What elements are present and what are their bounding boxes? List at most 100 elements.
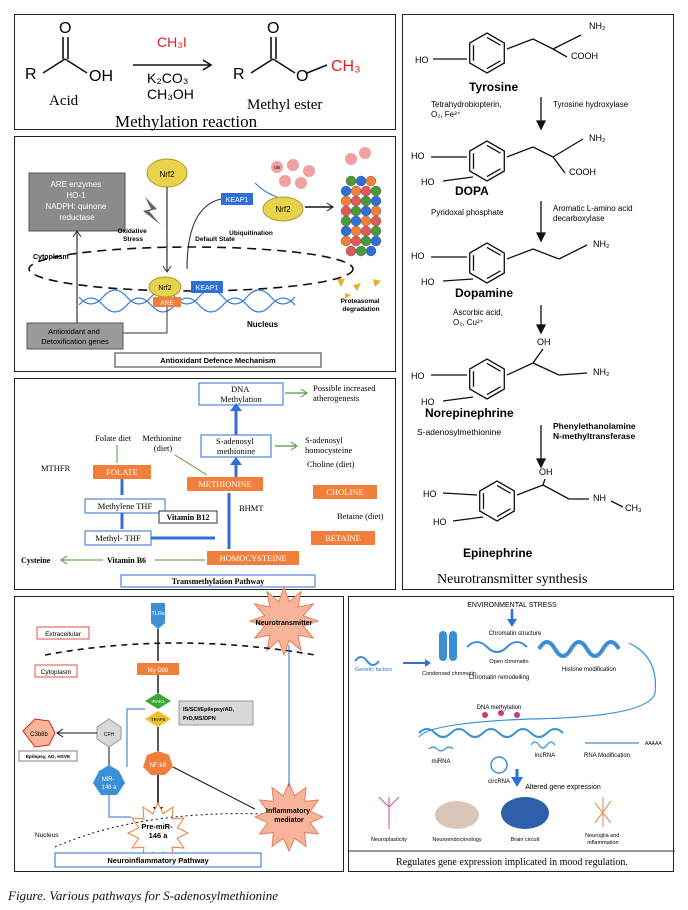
proteasomal-label: Proteasomal — [341, 298, 380, 305]
svg-text:Oxidative Stress: Oxidative Stress — [117, 228, 148, 243]
dna-helix — [78, 297, 296, 313]
step3-left-2: O₂, Cu²⁺ — [453, 318, 484, 327]
step4-right-1: Phenylethanolamine — [553, 421, 636, 431]
default-state-label: Default State — [195, 236, 235, 243]
folate-label: FOLATE — [106, 467, 138, 477]
sam-2: methionine — [217, 446, 255, 456]
sah-1: S-adenosyl — [305, 435, 343, 445]
degradation-label: degradation — [342, 306, 379, 313]
dopa-nh2: NH₂ — [589, 133, 606, 143]
reagent-ch3i: CH₃I — [157, 34, 187, 50]
dopa-ho-2: HO — [421, 177, 435, 187]
genetic-factors: Genetic factors — [355, 667, 392, 673]
compound-dopa: DOPA — [455, 184, 489, 198]
mood-title: Regulates gene expression implicated in … — [396, 857, 628, 868]
ester-r: R — [233, 66, 245, 83]
acid-oh: OH — [89, 68, 113, 85]
myd88-label: My D88 — [148, 668, 169, 674]
transmethylation-diagram: DNA Methylation Possible increased ather… — [21, 382, 384, 588]
nucleus-label: Nucleus — [247, 320, 279, 329]
circrna-label: circRNA — [488, 779, 510, 785]
keap1-nucleus-label: KEAP1 — [196, 285, 219, 292]
are-line-1: ARE enzymes — [51, 180, 102, 189]
svg-text:DNA Methylation: DNA Methylation — [220, 384, 262, 404]
methionine-box — [187, 477, 263, 491]
are-element — [153, 297, 181, 307]
svg-text:ARE enzymes HO-1 N: ARE enzymes HO-1 NADPH: quinone reductas… — [45, 180, 108, 222]
nrf2-ub-label: Nrf2 — [275, 205, 291, 214]
svg-text:Antioxidant and Detoxifi: Antioxidant and Detoxification genes — [41, 327, 109, 346]
mir146a-2: 146 a — [101, 785, 117, 791]
vitamin-b12-box — [158, 510, 218, 524]
vitamin-b12: Vitamin B12 — [166, 513, 209, 522]
betaine-box — [311, 531, 375, 545]
step4-left: S-adenosylmethionine — [417, 427, 501, 437]
inflammatory-1: Inflammatory — [266, 808, 310, 815]
tlrs-receptor — [151, 603, 165, 629]
oxidative-label: Oxidative — [117, 228, 147, 235]
dopa-ho-1: HO — [411, 151, 425, 161]
nfkb-node — [143, 751, 173, 775]
reagent-k2co3: K₂CO₃ — [147, 70, 188, 86]
remodelling-label: Chromatin remodelling — [469, 675, 529, 681]
neuroplasticity-label: Neuroplasticity — [371, 837, 407, 843]
transmethylation-title-box — [120, 574, 316, 588]
transmethylation-panel: DNA Methylation Possible increased ather… — [14, 378, 396, 590]
diseases-2: PrD,MS/DPN — [183, 716, 216, 722]
step2-left: Pyridoxal phosphate — [431, 208, 504, 217]
acid-o: O — [59, 20, 71, 37]
dopa-cooh: COOH — [569, 167, 596, 177]
ester-o: O — [296, 68, 308, 85]
rna-mod-label: RNA Modification — [584, 753, 630, 759]
methionine-diet-1: Methionine — [142, 433, 181, 443]
mir146a-node — [93, 765, 125, 795]
antioxidant-panel: ARE enzymes HO-1 NADPH: quinone reductas… — [14, 136, 396, 372]
homocysteine-label: HOMOCYSTEINE — [219, 553, 286, 563]
svg-text:IS/SCI/Epilepsy/AD, PrD,: IS/SCI/Epilepsy/AD, PrD,MS/DPN — [183, 707, 236, 722]
epi-ho-2: HO — [433, 517, 447, 527]
methyl-thf: Methyl- THF — [95, 533, 141, 543]
dna-strand — [418, 728, 564, 738]
molecule-structures — [431, 32, 624, 522]
aaaaa-label: AAAAA — [645, 741, 662, 747]
dna-meth-1: DNA — [231, 384, 250, 394]
svg-text:Aromatic L-amino acid de: Aromatic L-amino acid decarboxylase — [553, 204, 635, 223]
epi-ho-1: HO — [423, 489, 437, 499]
step3-left-1: Ascorbic acid, — [453, 308, 503, 317]
genes-line-1: Antioxidant and — [48, 327, 100, 336]
step1-left-1: Tetrahydrobiopterin, — [431, 100, 502, 109]
dopamine-ho-2: HO — [421, 277, 435, 287]
nrf2-ub — [262, 196, 304, 222]
neuroinflammatory-title: Neuroinflammatory Pathway — [107, 856, 209, 865]
svg-text:Proteasomal degradation: Proteasomal degradation — [341, 298, 382, 313]
mood-diagram: ENVIRONMENTAL STRESS Chromatin structure… — [349, 602, 675, 868]
pre-mir-1: Pre-miR- — [141, 822, 173, 831]
ub-label: UB — [274, 165, 280, 170]
brain-circuit-label: Brain circuit — [511, 837, 540, 843]
svg-text:Methionine (diet): Methionine (diet) — [142, 433, 183, 453]
diseases-1: IS/SCI/Epilepsy/AD, — [183, 707, 235, 713]
svg-text:MiR- 146 a: MiR- 146 a — [101, 777, 117, 791]
choline-box — [313, 485, 377, 499]
methylation-scheme: R O OH Acid CH₃I K₂CO₃ CH₃OH R O O CH₃ M… — [25, 20, 361, 131]
are-line-2: HO-1 — [66, 191, 86, 200]
neurotransmitter-pathway: Tyrosine DOPA Dopamine Norepinephrine Ep… — [411, 21, 642, 587]
neuroinflammatory-title-box — [54, 852, 262, 868]
folate-diet: Folate diet — [95, 433, 132, 443]
mirna-icon — [428, 746, 454, 752]
compound-dopamine: Dopamine — [455, 286, 513, 300]
svg-text:S-adenosyl homocysteine: S-adenosyl homocysteine — [305, 435, 352, 455]
sah-2: homocysteine — [305, 445, 352, 455]
svg-text:Ascorbic acid, O₂, Cu²⁺: Ascorbic acid, O₂, Cu²⁺ — [453, 308, 505, 327]
epi-oh: OH — [539, 467, 553, 477]
cysteine: Cysteine — [21, 556, 51, 565]
stress-label: Stress — [123, 236, 143, 243]
histone-fiber — [537, 640, 621, 658]
nrf2-top-label: Nrf2 — [159, 170, 175, 179]
svg-text:Possible increased ather: Possible increased atherogenesis — [313, 383, 378, 403]
vitamin-b6: Vitamin B6 — [107, 556, 146, 565]
neuroendocrinology-label: Neuroendocrinology — [432, 837, 481, 843]
norepi-nh2: NH₂ — [593, 367, 610, 377]
neuroinflammatory-diagram: TLRs Neurotransmitter Extracellular Cyto… — [18, 585, 325, 868]
ester-label: Methyl ester — [247, 97, 322, 113]
